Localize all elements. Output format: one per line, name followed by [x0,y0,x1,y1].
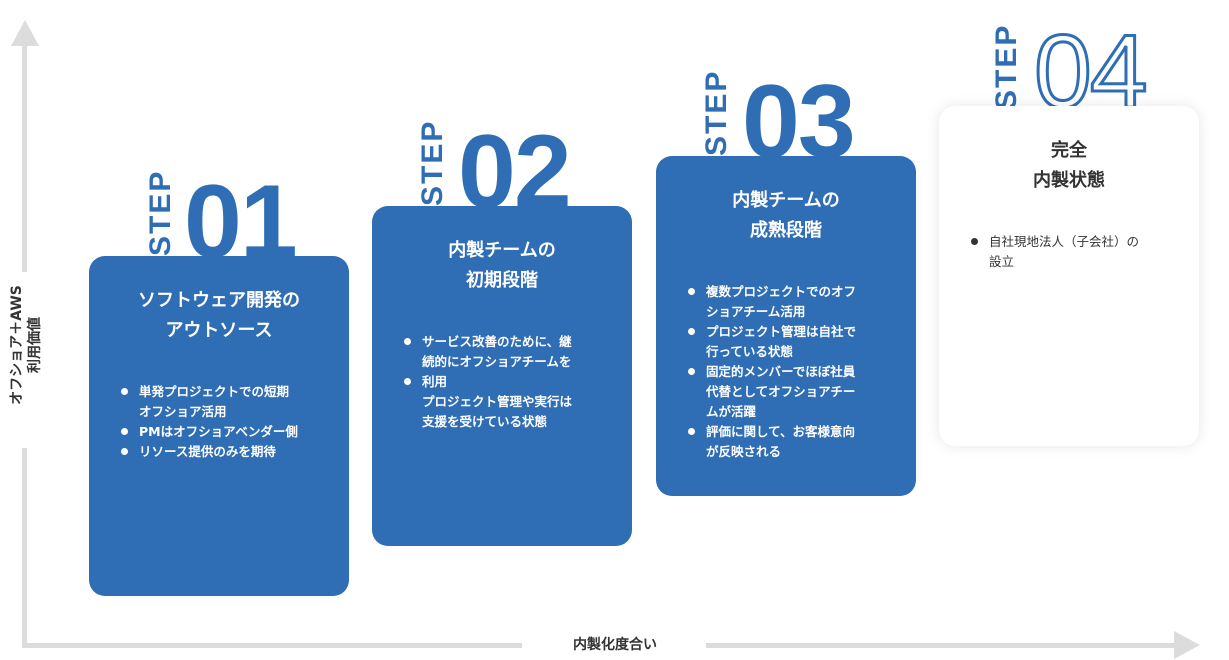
y-axis-label: オフショア＋AWS 利用価値 [8,285,44,405]
list-item: 利用 プロジェクト管理や実行は 支援を受けている状態 [404,372,612,432]
y-axis-label-line-1: オフショア＋AWS [9,285,25,405]
step-4-card: 完全 内製状態 自社現地法人（子会社）の 設立 [939,106,1199,446]
step-3-bullet-list: 複数プロジェクトでのオフ ショアチーム活用 プロジェクト管理は自社で 行っている… [656,282,916,462]
step-1-word: STEP [144,169,177,256]
step-2-title: 内製チームの 初期段階 [448,240,556,291]
y-axis-line-top [22,44,27,272]
list-item: プロジェクト管理は自社で 行っている状態 [688,322,896,362]
list-item: 複数プロジェクトでのオフ ショアチーム活用 [688,282,896,322]
list-item: 自社現地法人（子会社）の 設立 [971,232,1179,272]
step-1-bullet-list: 単発プロジェクトでの短期 オフショア活用 PMはオフショアベンダー側 リソース提… [89,382,349,462]
step-2-bullet-list: サービス改善のために、継 続的にオフショアチームを 利用 プロジェクト管理や実行… [372,332,632,432]
y-axis-arrow-icon [11,20,39,46]
list-item: 固定的メンバーでほぼ社員 代替としてオフショアチー ムが活躍 [688,362,896,422]
x-axis-label: 内製化度合い [573,637,657,653]
step-3-title: 内製チームの 成熟段階 [732,190,840,241]
step-3-word: STEP [700,69,733,156]
x-axis-line-left [22,643,522,648]
list-item: PMはオフショアベンダー側 [121,422,329,442]
list-item: サービス改善のために、継 続的にオフショアチームを [404,332,612,372]
step-4-word: STEP [990,23,1023,110]
y-axis-line-bottom [22,448,27,648]
step-4-bullet-list: 自社現地法人（子会社）の 設立 [939,232,1199,272]
step-4-title: 完全 内製状態 [1033,140,1105,191]
step-1-card: ソフトウェア開発の アウトソース 単発プロジェクトでの短期 オフショア活用 PM… [89,256,349,596]
step-2-card: 内製チームの 初期段階 サービス改善のために、継 続的にオフショアチームを 利用… [372,206,632,546]
list-item: リソース提供のみを期待 [121,442,329,462]
y-axis-label-line-2: 利用価値 [27,317,43,374]
x-axis-arrow-icon [1174,631,1200,659]
step-2-word: STEP [416,119,449,206]
list-item: 単発プロジェクトでの短期 オフショア活用 [121,382,329,422]
step-3-card: 内製チームの 成熟段階 複数プロジェクトでのオフ ショアチーム活用 プロジェクト… [656,156,916,496]
step-1-title: ソフトウェア開発の アウトソース [138,290,300,341]
x-axis-line-right [706,643,1176,648]
list-item: 評価に関して、お客様意向 が反映される [688,422,896,462]
